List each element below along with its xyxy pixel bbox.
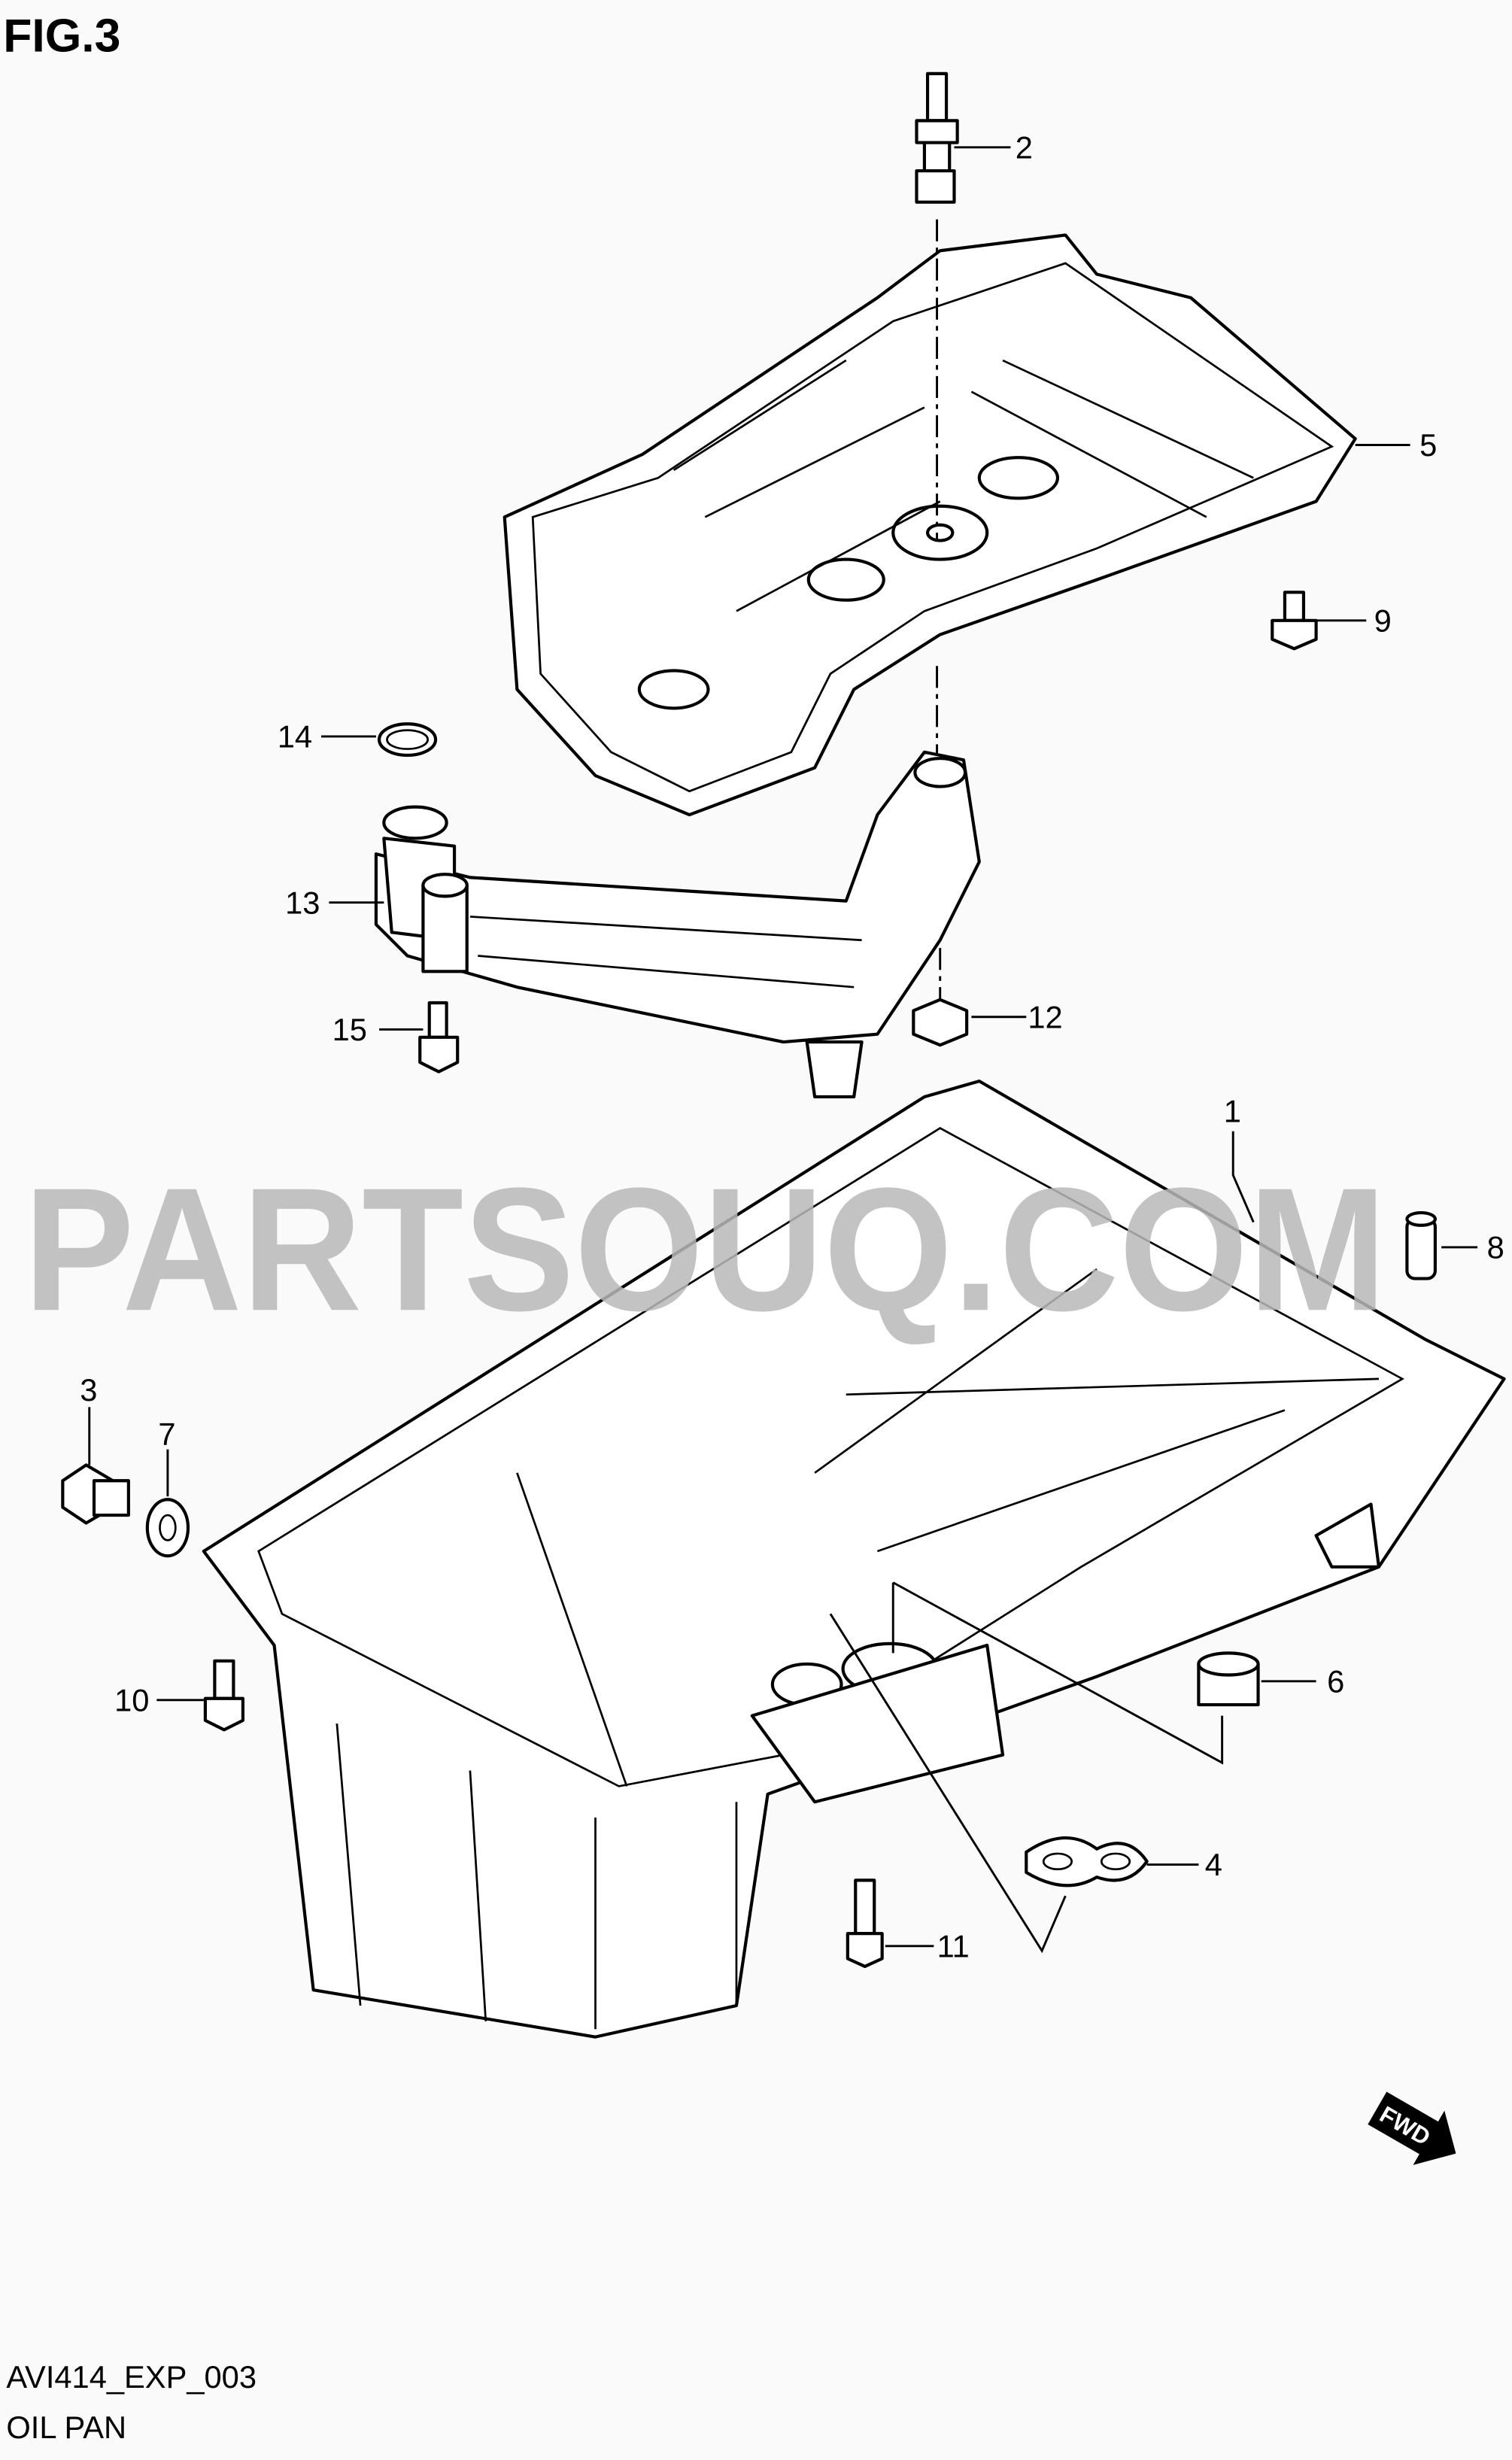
- part-14-o-ring[interactable]: [378, 722, 438, 757]
- part-10-bolt[interactable]: [203, 1659, 244, 1732]
- part-5-skid-plate[interactable]: [502, 233, 1357, 817]
- part-11-bolt[interactable]: [846, 1878, 884, 1969]
- watermark: PARTSOUQ.COM: [23, 1152, 1386, 1347]
- callout-11[interactable]: 11: [937, 1928, 970, 1963]
- callout-2[interactable]: 2: [1016, 129, 1033, 165]
- callout-9[interactable]: 9: [1374, 603, 1392, 638]
- figure-title: FIG.3: [3, 10, 120, 62]
- part-3-drain-plug[interactable]: [61, 1463, 130, 1525]
- part-2-stud-bolt[interactable]: [915, 71, 959, 204]
- callout-13[interactable]: 13: [285, 885, 320, 920]
- figure-caption: OIL PAN: [6, 2410, 126, 2445]
- fwd-arrow-icon: FWD: [1368, 2091, 1456, 2165]
- part-15-bolt[interactable]: [418, 1001, 460, 1074]
- part-1-oil-pan[interactable]: [202, 1080, 1506, 2039]
- callout-6[interactable]: 6: [1327, 1663, 1344, 1699]
- part-6-bushing[interactable]: [1197, 1651, 1260, 1707]
- drawing-code: AVI414_EXP_003: [6, 2359, 257, 2395]
- callout-3[interactable]: 3: [80, 1372, 97, 1408]
- part-7-gasket[interactable]: [145, 1498, 190, 1558]
- leader-lines-4-6: [829, 1581, 1224, 1954]
- part-12-nut[interactable]: [912, 998, 969, 1047]
- callout-15[interactable]: 15: [332, 1012, 367, 1047]
- callout-leaders: [88, 146, 1478, 1948]
- part-4-gasket[interactable]: [1025, 1836, 1149, 1888]
- callout-1[interactable]: 1: [1224, 1093, 1241, 1128]
- callout-12[interactable]: 12: [1028, 999, 1062, 1034]
- callout-5[interactable]: 5: [1419, 427, 1437, 463]
- part-13-oil-strainer[interactable]: [374, 750, 981, 1099]
- callout-4[interactable]: 4: [1205, 1847, 1222, 1882]
- callout-8[interactable]: 8: [1487, 1229, 1504, 1265]
- callout-10[interactable]: 10: [114, 1682, 149, 1717]
- callout-14[interactable]: 14: [278, 718, 312, 754]
- callout-7[interactable]: 7: [158, 1416, 175, 1451]
- part-8-dowel-pin[interactable]: [1405, 1211, 1437, 1280]
- part-9-bolt[interactable]: [1271, 591, 1318, 651]
